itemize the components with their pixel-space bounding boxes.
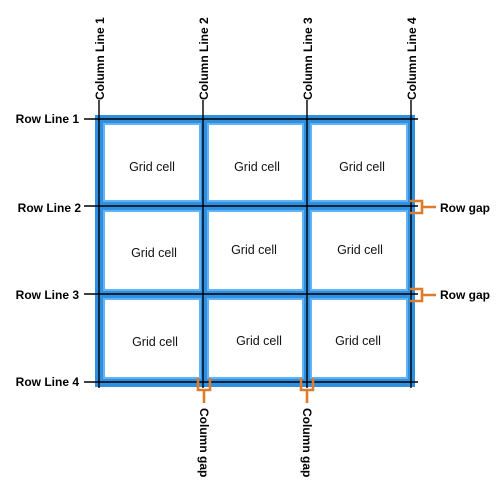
row-lines xyxy=(84,118,418,383)
row-gap-label-1: Row gap xyxy=(440,201,490,215)
cell-label-r2-c3: Grid cell xyxy=(337,243,383,257)
column-line-labels: Column Line 1 Column Line 2 Column Line … xyxy=(93,17,419,100)
row-line-4-label: Row Line 4 xyxy=(16,375,80,389)
column-line-4-label: Column Line 4 xyxy=(405,17,419,100)
column-gap-bracket-1 xyxy=(196,378,212,403)
cell-label-r3-c2: Grid cell xyxy=(236,334,282,348)
column-gap-bracket-2 xyxy=(299,378,315,403)
grid-cell-r1-c2 xyxy=(207,123,304,202)
row-line-1-label: Row Line 1 xyxy=(16,112,80,126)
row-line-3-label: Row Line 3 xyxy=(16,288,80,302)
column-line-1-label: Column Line 1 xyxy=(93,17,107,100)
row-gap-label-2: Row gap xyxy=(440,288,490,302)
grid-cell-r1-c1 xyxy=(103,123,201,202)
cell-label-r2-c2: Grid cell xyxy=(231,243,277,257)
grid-cells xyxy=(103,123,408,379)
grid-cell-r3-c1 xyxy=(103,298,201,379)
cell-label-r2-c1: Grid cell xyxy=(131,246,177,260)
cell-label-r3-c3: Grid cell xyxy=(335,334,381,348)
row-line-2-label: Row Line 2 xyxy=(18,201,82,215)
row-gap-annotations xyxy=(410,199,436,303)
grid-cell-r3-c2 xyxy=(207,298,304,379)
cell-label-r1-c3: Grid cell xyxy=(339,160,385,174)
column-gap-label-1: Column gap xyxy=(197,408,211,477)
row-gap-bracket-1 xyxy=(410,199,436,215)
column-gap-annotations xyxy=(196,378,315,403)
grid-cell-r2-c2 xyxy=(207,210,304,291)
column-line-3-label: Column Line 3 xyxy=(301,17,315,100)
grid-cell-labels: Grid cell Grid cell Grid cell Grid cell … xyxy=(129,160,385,349)
cell-label-r3-c1: Grid cell xyxy=(132,335,178,349)
column-line-2-label: Column Line 2 xyxy=(197,17,211,100)
grid-cell-r1-c3 xyxy=(310,123,408,202)
grid-cell-r2-c3 xyxy=(310,210,408,291)
column-lines xyxy=(98,100,412,388)
grid-cell-r3-c3 xyxy=(310,298,408,379)
cell-label-r1-c2: Grid cell xyxy=(234,160,280,174)
row-gap-bracket-2 xyxy=(410,287,436,303)
grid-cell-r2-c1 xyxy=(103,210,201,291)
column-gap-label-2: Column gap xyxy=(300,408,314,477)
cell-label-r1-c1: Grid cell xyxy=(129,160,175,174)
row-line-labels: Row Line 1 Row Line 2 Row Line 3 Row Lin… xyxy=(16,112,82,389)
